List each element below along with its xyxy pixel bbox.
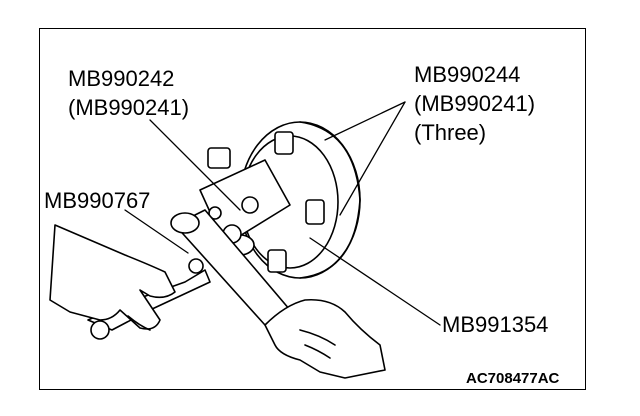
label-tool-d: MB991354 (442, 312, 549, 337)
left-hand (49, 224, 176, 331)
label-tool-b-line2: (MB990241) (414, 91, 536, 116)
label-tool-a-line1: MB990242 (68, 66, 175, 91)
label-tool-b-line3: (Three) (414, 120, 487, 145)
label-tool-a-line2: (MB990241) (68, 95, 190, 120)
figure-code: AC708477AC (466, 370, 560, 387)
leader-lines (124, 101, 441, 326)
flange-plate (199, 159, 291, 246)
label-tool-b-line1: MB990244 (414, 62, 521, 87)
label-tool-c: MB990767 (44, 188, 151, 213)
right-hand (264, 298, 386, 379)
